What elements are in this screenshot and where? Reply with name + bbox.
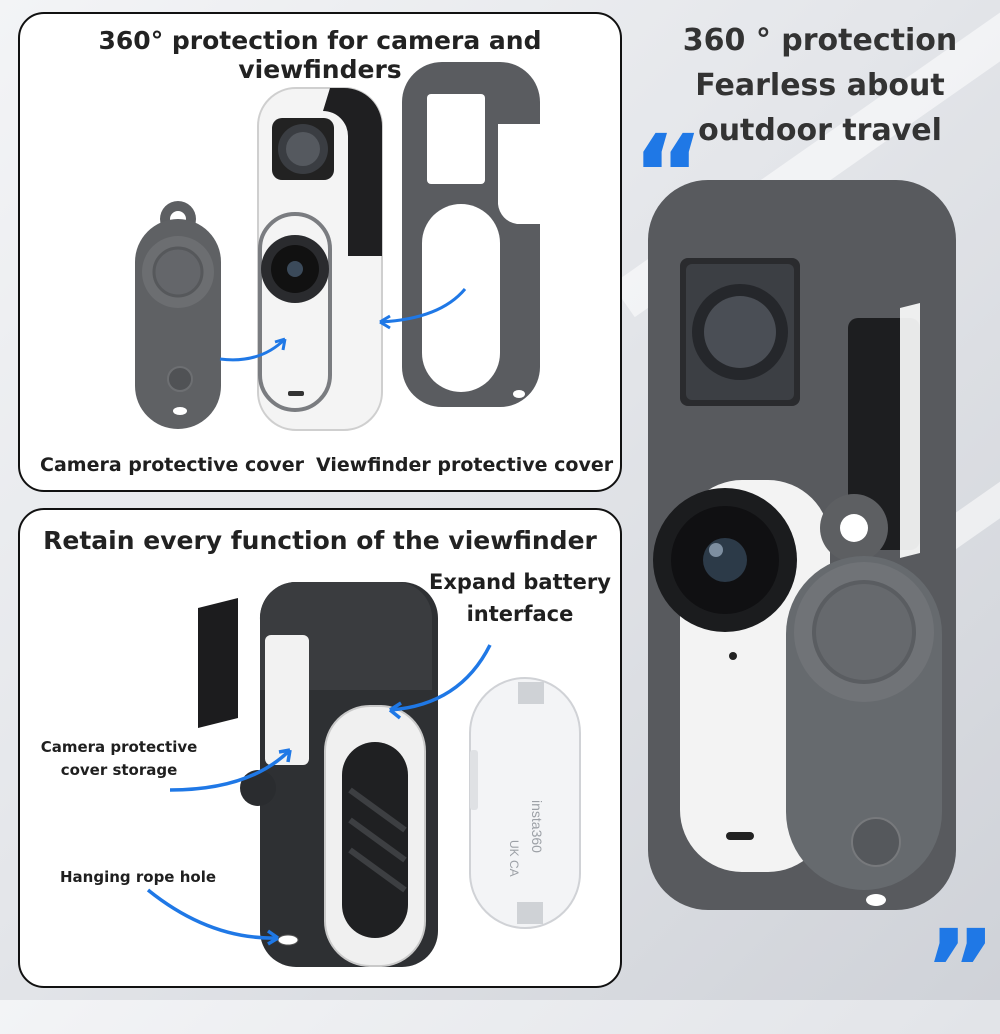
headline-line3: outdoor travel [698, 113, 942, 148]
battery-label-line1: Expand battery [429, 570, 611, 594]
storage-label-line2: cover storage [60, 761, 178, 779]
bottom-panel-illustration: insta360 UK CA [146, 581, 581, 967]
case-back-product [240, 581, 438, 967]
storage-label-line1: Camera protective [40, 738, 198, 756]
hero-headline: 360 ° protection Fearless about outdoor … [650, 18, 990, 153]
headline-line2: Fearless about [695, 68, 945, 103]
camera-cover-product [135, 201, 221, 429]
arrow-icon [379, 288, 467, 324]
camera-cover-label: Camera protective cover [40, 454, 304, 476]
battery-mark-text: UK CA [507, 840, 521, 877]
headline-line1: 360 ° protection [682, 23, 958, 58]
rope-hole-label: Hanging rope hole [60, 868, 217, 886]
battery-label-line2: interface [466, 602, 574, 626]
bottom-panel-title: Retain every function of the viewfinder [43, 526, 597, 555]
viewfinder-cover-product [402, 62, 542, 407]
top-panel-title: 360° protection for camera and viewfinde… [98, 26, 542, 84]
screen-cover-piece [198, 598, 238, 728]
bottom-feature-panel: Retain every function of the viewfinder … [18, 508, 622, 988]
arrow-icon [169, 748, 292, 792]
arrow-icon [146, 888, 279, 940]
arrow-icon [389, 644, 492, 712]
storage-label: Camera protective cover storage [34, 736, 204, 782]
battery-label: Expand battery interface [420, 566, 620, 630]
top-panel-illustration [135, 62, 542, 431]
viewfinder-cover-label: Viewfinder protective cover [316, 454, 614, 476]
hero-product-illustration [648, 180, 956, 910]
arrow-icon [219, 337, 287, 362]
battery-brand-text: insta360 [529, 800, 545, 853]
battery-product: insta360 UK CA [469, 677, 581, 929]
camera-body-product [257, 87, 383, 431]
top-feature-panel: 360° protection for camera and viewfinde… [18, 12, 622, 492]
